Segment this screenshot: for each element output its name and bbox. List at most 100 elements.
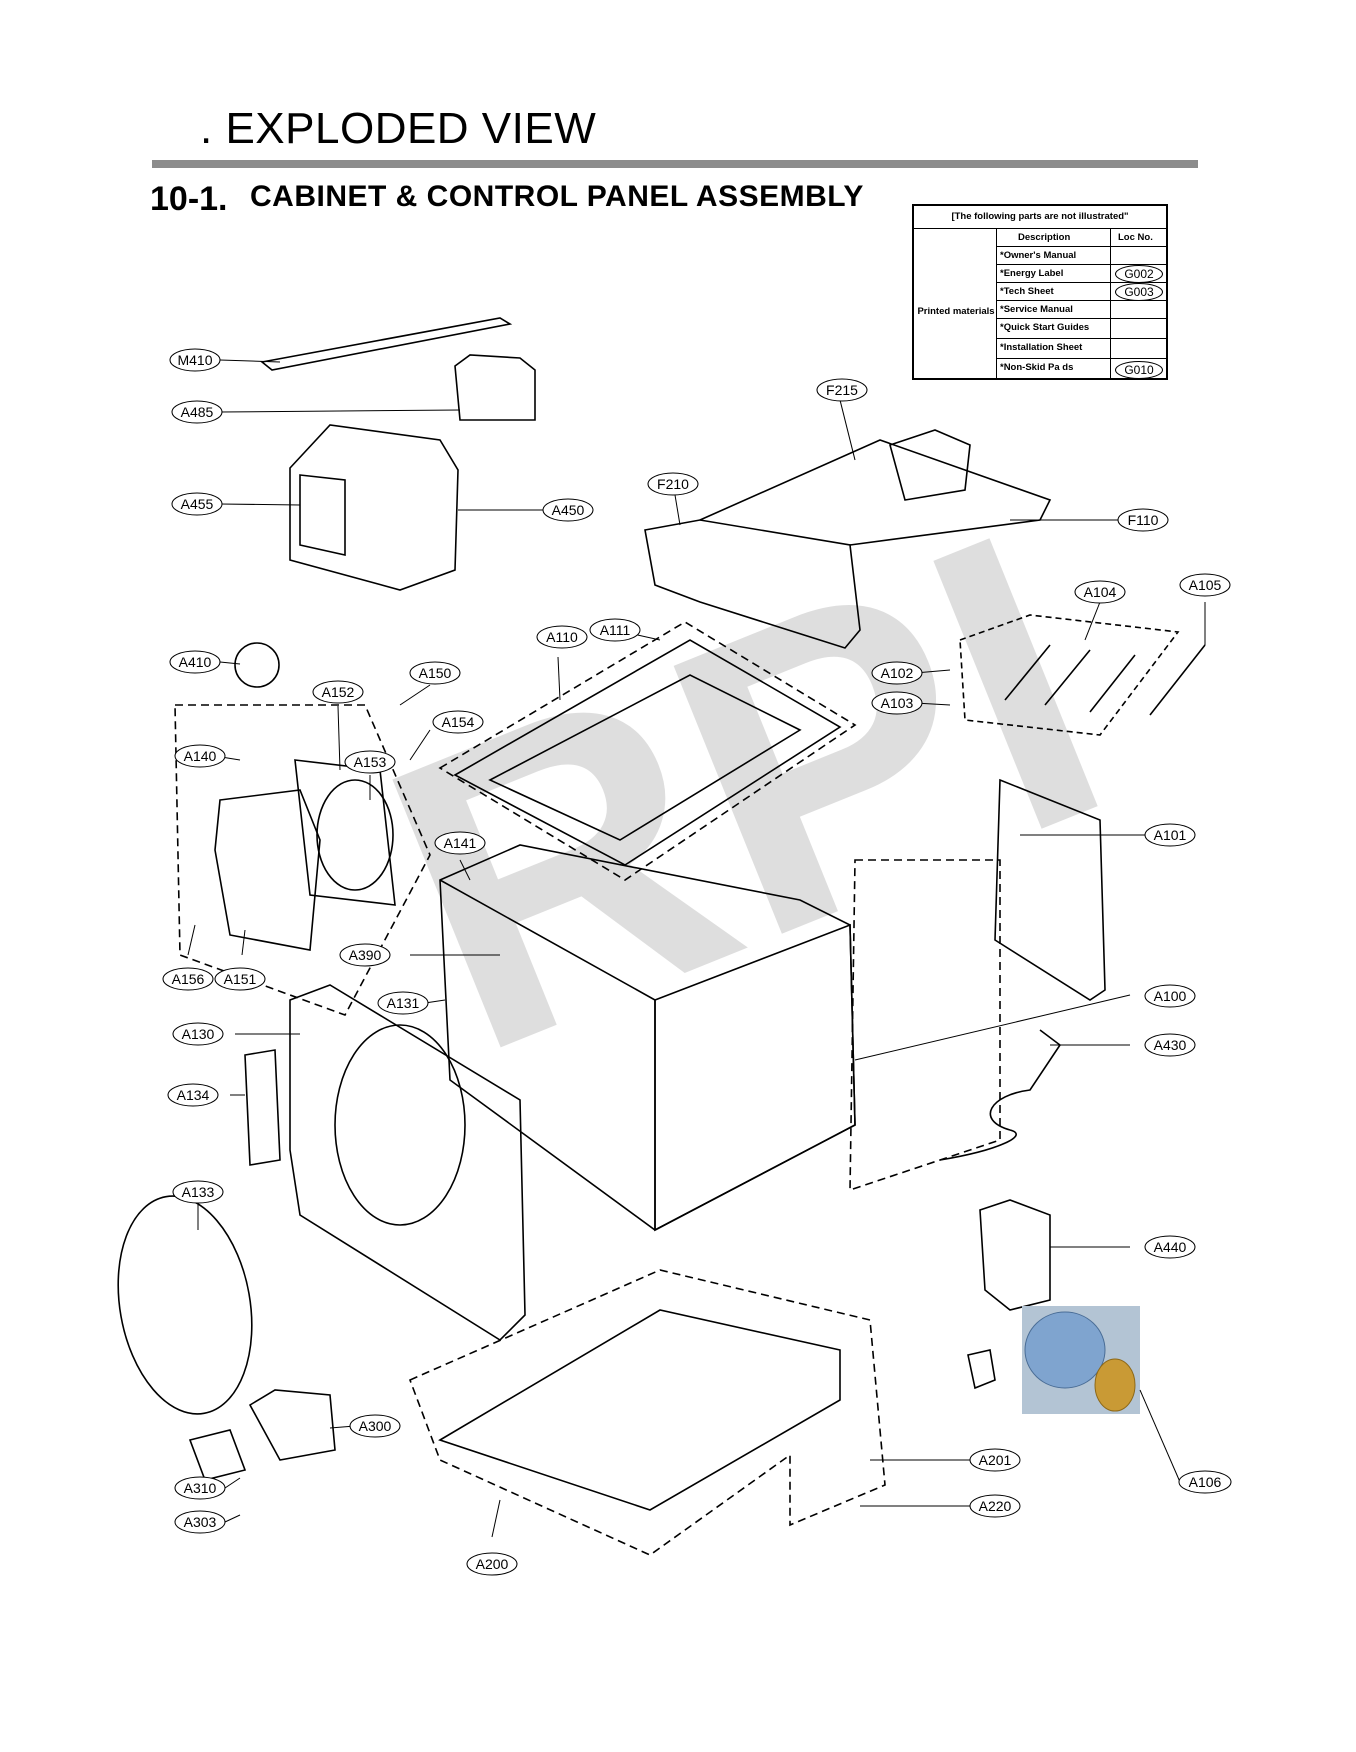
svg-text:A130: A130 bbox=[182, 1026, 215, 1042]
part-a131 bbox=[439, 879, 656, 1230]
table-divider bbox=[996, 264, 1168, 265]
svg-text:F215: F215 bbox=[826, 382, 858, 398]
part-rod bbox=[1044, 649, 1091, 706]
callout-a156: A156 bbox=[162, 967, 214, 991]
part-f110 bbox=[699, 439, 1052, 546]
part-a110-inner bbox=[488, 674, 802, 841]
part-a133 bbox=[117, 1195, 253, 1415]
part-a105 bbox=[1149, 644, 1206, 716]
svg-text:A455: A455 bbox=[181, 496, 214, 512]
svg-text:A220: A220 bbox=[979, 1498, 1012, 1514]
callout-a310: A310 bbox=[174, 1476, 226, 1500]
part-a153 bbox=[316, 779, 394, 891]
callout-a101: A101 bbox=[1144, 823, 1196, 847]
svg-text:A133: A133 bbox=[182, 1184, 215, 1200]
part-m410 bbox=[260, 317, 513, 371]
svg-text:A106: A106 bbox=[1189, 1474, 1222, 1490]
row-description: *Installation Sheet bbox=[1000, 342, 1083, 353]
callout-f110: F110 bbox=[1117, 508, 1169, 532]
part-a100 bbox=[654, 923, 856, 1232]
callout-m410: M410 bbox=[169, 348, 221, 372]
callout-a154: A154 bbox=[432, 710, 484, 734]
part-a410 bbox=[234, 642, 280, 688]
callout-a111: A111 bbox=[589, 618, 641, 642]
svg-text:A200: A200 bbox=[476, 1556, 509, 1572]
part-a450 bbox=[289, 424, 459, 591]
svg-text:A134: A134 bbox=[177, 1087, 210, 1103]
callout-a201: A201 bbox=[969, 1448, 1021, 1472]
svg-text:A102: A102 bbox=[881, 665, 914, 681]
part-f210 bbox=[644, 519, 861, 649]
callout-a440: A440 bbox=[1144, 1235, 1196, 1259]
part-a430 bbox=[939, 1029, 1062, 1161]
row-description: *Owner's Manual bbox=[1000, 250, 1077, 261]
table-divider bbox=[996, 228, 997, 380]
svg-text:A303: A303 bbox=[184, 1514, 217, 1530]
row-description: *Service Manual bbox=[1000, 304, 1073, 315]
callout-a110: A110 bbox=[536, 625, 588, 649]
table-divider bbox=[996, 318, 1168, 319]
svg-text:F110: F110 bbox=[1128, 512, 1159, 528]
row-description: *Energy Label bbox=[1000, 268, 1064, 279]
svg-text:F210: F210 bbox=[657, 476, 689, 492]
not-illustrated-table: [The following parts are not illustrated… bbox=[912, 204, 1168, 380]
table-divider bbox=[996, 338, 1168, 339]
part-drawings bbox=[117, 317, 1206, 1556]
part-a485 bbox=[454, 354, 536, 421]
row-description: *Non-Skid Pa ds bbox=[1000, 362, 1074, 373]
callout-a485: A485 bbox=[171, 400, 223, 424]
part-door-opening bbox=[334, 1024, 466, 1226]
callout-a105: A105 bbox=[1179, 573, 1231, 597]
svg-text:A151: A151 bbox=[224, 971, 257, 987]
part-a300 bbox=[248, 1389, 336, 1461]
callout-a450: A450 bbox=[542, 498, 594, 522]
table-divider bbox=[1110, 228, 1111, 380]
title-rule bbox=[152, 160, 1198, 168]
section-title: CABINET & CONTROL PANEL ASSEMBLY bbox=[250, 180, 864, 213]
part-a150 bbox=[174, 704, 431, 1016]
svg-text:A154: A154 bbox=[442, 714, 475, 730]
svg-text:A105: A105 bbox=[1189, 577, 1222, 593]
callout-a150: A150 bbox=[409, 661, 461, 685]
svg-text:A201: A201 bbox=[979, 1452, 1012, 1468]
loc-number: G003 bbox=[1115, 283, 1163, 301]
svg-text:A152: A152 bbox=[322, 684, 355, 700]
svg-text:A430: A430 bbox=[1154, 1037, 1187, 1053]
callout-a151: A151 bbox=[214, 967, 266, 991]
callout-f210: F210 bbox=[647, 472, 699, 496]
svg-text:A101: A101 bbox=[1154, 827, 1187, 843]
svg-text:A103: A103 bbox=[881, 695, 914, 711]
callout-a100: A100 bbox=[1144, 984, 1196, 1008]
callout-a390: A390 bbox=[339, 943, 391, 967]
loc-number: G010 bbox=[1115, 361, 1163, 379]
part-a440 bbox=[979, 1199, 1051, 1311]
part-a134 bbox=[244, 1049, 281, 1166]
table-divider bbox=[996, 300, 1168, 301]
part-rod bbox=[1004, 644, 1051, 701]
svg-text:A110: A110 bbox=[546, 629, 578, 645]
svg-text:M410: M410 bbox=[177, 352, 212, 368]
part-a151 bbox=[214, 789, 321, 951]
svg-text:A485: A485 bbox=[181, 404, 214, 420]
callout-a455: A455 bbox=[171, 492, 223, 516]
col-description-header: Description bbox=[1018, 232, 1071, 243]
row-description: *Quick Start Guides bbox=[1000, 322, 1090, 333]
callout-a303: A303 bbox=[174, 1510, 226, 1534]
svg-text:A100: A100 bbox=[1154, 988, 1187, 1004]
callout-a133: A133 bbox=[172, 1180, 224, 1204]
col-loc-header: Loc No. bbox=[1118, 232, 1153, 243]
callout-a134: A134 bbox=[167, 1083, 219, 1107]
part-a100-outline bbox=[849, 859, 1001, 1192]
row-description: *Tech Sheet bbox=[1000, 286, 1054, 297]
part-f215 bbox=[889, 429, 971, 501]
callout-a410: A410 bbox=[169, 650, 221, 674]
part-a130 bbox=[289, 984, 526, 1342]
callout-a200: A200 bbox=[466, 1552, 518, 1576]
part-a310 bbox=[188, 1429, 247, 1481]
callout-a103: A103 bbox=[871, 691, 923, 715]
svg-text:A440: A440 bbox=[1154, 1239, 1187, 1255]
part-a200-outline bbox=[408, 1269, 886, 1556]
leader-lines bbox=[187, 359, 1206, 1538]
part-a104 bbox=[959, 614, 1180, 736]
